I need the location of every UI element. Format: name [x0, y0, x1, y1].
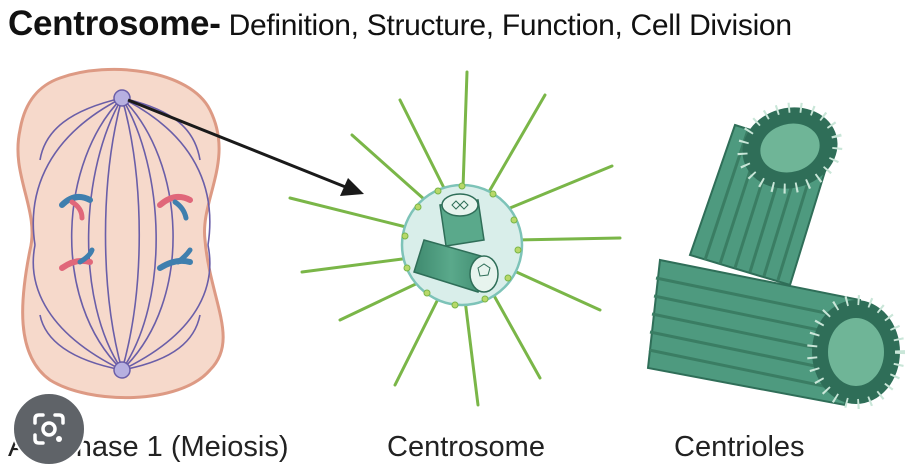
centriole-lower: [413, 239, 499, 293]
title-main: Centrosome-: [8, 4, 221, 43]
title-subtitle: Definition, Structure, Function, Cell Di…: [220, 9, 792, 42]
top-centrosome: [113, 89, 131, 107]
cell-membrane: [16, 67, 225, 400]
centriole-cylinder-lower: [646, 258, 905, 409]
matrix-dots: [401, 182, 522, 309]
chromosomes: [59, 193, 193, 271]
google-lens-icon[interactable]: [12, 392, 86, 466]
caption-centrosome: Centrosome: [387, 431, 545, 463]
page-title: Centrosome- Definition, Structure, Funct…: [8, 4, 792, 44]
bottom-centrosome: [113, 361, 131, 379]
anaphase-cell: [16, 67, 225, 400]
centrosome-illustration: [288, 70, 622, 407]
caption-centrioles: Centrioles: [674, 431, 805, 463]
lens-glyph: [33, 413, 65, 445]
centriole-cylinder-upper: [688, 102, 843, 287]
microtubule-rays: [288, 70, 622, 407]
centrioles-illustration: [646, 102, 905, 409]
spindle-fibers: [32, 97, 211, 371]
centriole-upper: [439, 193, 485, 247]
pointer-arrow: [127, 98, 364, 196]
